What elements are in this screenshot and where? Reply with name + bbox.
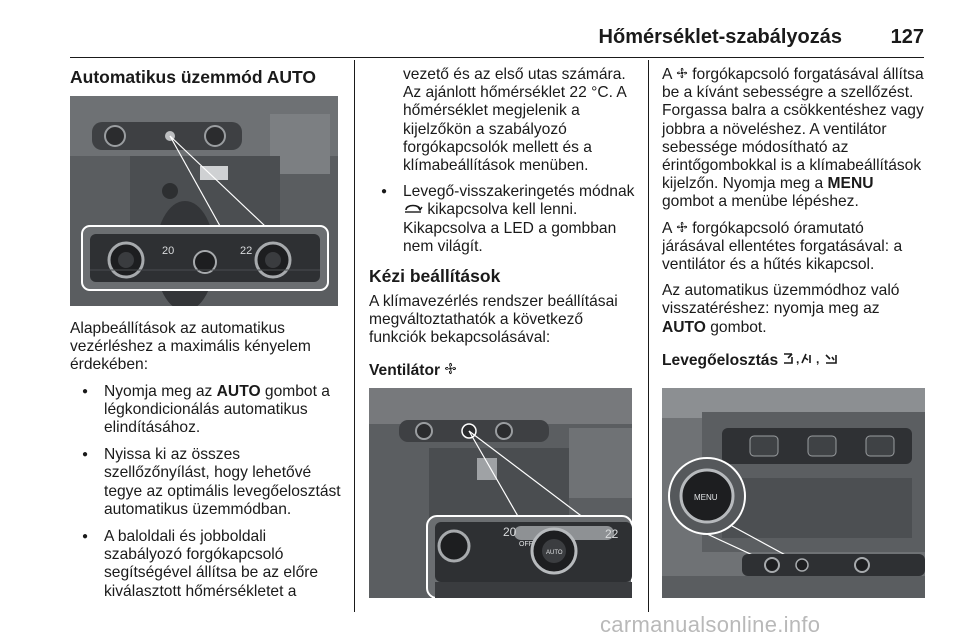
intro-paragraph: Alapbeállítások az automatikus vezérlésh…: [70, 320, 311, 374]
bullet-vents: Nyissa ki az összes szellőzőnyílást, hog…: [70, 446, 342, 519]
column-3-text: A forgókapcsoló forgatásával állítsa be …: [662, 66, 926, 370]
figure2-off-label: OFF: [519, 541, 533, 548]
heading-manual: Kézi beállítások: [369, 266, 501, 287]
svg-text:,: ,: [796, 352, 799, 365]
fan-icon: [676, 66, 688, 84]
column-2-text: vezető és az első utas számára. Az ajánl…: [369, 66, 635, 380]
auto-key: AUTO: [216, 382, 261, 400]
figure2-knob-label: AUTO: [546, 550, 563, 556]
figure-fan-panel: 20 22 OFF AUTO: [369, 388, 632, 598]
figure-air-distribution-panel: MENU: [662, 388, 925, 598]
figure2-display-left: 20: [503, 525, 517, 539]
page-header: Hőmérséklet-szabályozás 127: [70, 26, 924, 52]
fan-paragraph: A forgókapcsoló forgatásával állítsa be …: [662, 66, 924, 211]
menu-key: MENU: [827, 175, 874, 193]
bullet-auto: Nyomja meg az AUTO gombot a légkondicion…: [70, 383, 342, 438]
manual-paragraph: A klímavezérlés rendszer beállításai meg…: [369, 293, 618, 347]
auto-return-paragraph: Az automatikus üzemmódhoz való visszatér…: [662, 282, 900, 336]
figure1-display-right: 22: [240, 245, 252, 257]
figure-auto-panel: 20 22: [70, 96, 338, 306]
column-1-text: Alapbeállítások az automatikus vezérlésh…: [70, 320, 342, 610]
auto-key: AUTO: [662, 318, 706, 336]
subheading-air-distribution: Levegőelosztás ,,: [662, 351, 926, 370]
fan-icon: [444, 362, 457, 380]
bullet-temperature: A baloldali és jobboldali szabályozó for…: [70, 528, 342, 601]
watermark: carmanualsonline.info: [600, 612, 821, 637]
bullet-recirculation: Levegő-visszakeringetés módnak kikapcsol…: [369, 183, 635, 256]
section-title: Hőmérséklet-szabályozás: [598, 26, 842, 48]
header-rule: [70, 57, 924, 58]
column-divider-2: [648, 60, 649, 612]
fan-icon: [676, 220, 688, 238]
recirculation-icon: [403, 201, 423, 219]
bullet-temperature-cont: vezető és az első utas számára. Az ajánl…: [403, 66, 626, 175]
page-number: 127: [890, 26, 924, 48]
figure3-knob-label: MENU: [694, 493, 718, 502]
heading-auto-mode: Automatikus üzemmód AUTO: [70, 67, 316, 87]
figure1-display-left: 20: [162, 245, 174, 257]
air-distribution-icons: ,,: [782, 351, 840, 370]
svg-text:,: ,: [816, 352, 819, 365]
figure2-display-right: 22: [605, 527, 619, 541]
fan-off-paragraph: A forgókapcsoló óramutató járásával elle…: [662, 219, 903, 274]
column-divider-1: [354, 60, 355, 612]
subheading-fan: Ventilátor: [369, 362, 635, 380]
